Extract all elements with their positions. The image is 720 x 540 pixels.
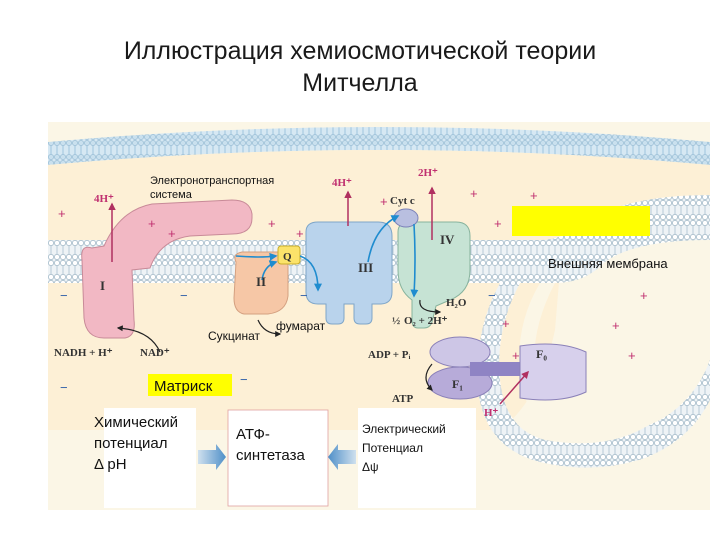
- svg-text:+: +: [512, 348, 520, 363]
- charge-signs: + + + + + + + + + + + + + + − − − − − −: [58, 186, 648, 395]
- complex-ii-label: II: [256, 274, 266, 289]
- svg-text:+: +: [494, 216, 502, 231]
- svg-text:+: +: [530, 188, 538, 203]
- svg-text:+: +: [380, 194, 388, 209]
- chemical-potential-box: [104, 408, 196, 508]
- complex-iii-shape: [305, 221, 393, 325]
- atp-label: ATP: [392, 393, 413, 405]
- complex-i-label: I: [100, 278, 105, 293]
- chemical-potential-text: Химический потенциал Δ pH: [94, 414, 179, 473]
- matrix-label-box: [148, 374, 232, 396]
- svg-text:+: +: [148, 216, 156, 231]
- svg-text:−: −: [60, 380, 68, 395]
- electron-arrow-i-to-q: [235, 252, 278, 261]
- matrix-label: Матриск: [154, 378, 213, 395]
- svg-text:−: −: [180, 288, 188, 303]
- complex-iii-label: III: [358, 260, 373, 275]
- complex-iv-shape: [397, 221, 471, 329]
- complex-iv-label: IV: [440, 232, 455, 247]
- svg-text:−: −: [488, 288, 496, 303]
- nad-label: NAD⁺: [140, 347, 170, 359]
- svg-text:+: +: [168, 226, 176, 241]
- adp-label: ADP + Pᵢ: [368, 349, 410, 361]
- etc-label-line-1: Электронотранспортная: [150, 175, 274, 187]
- electric-potential-box: [358, 408, 476, 508]
- proton-label-matrix: H⁺: [484, 407, 499, 419]
- svg-text:+: +: [58, 206, 66, 221]
- atp-synthase-f0: [519, 343, 587, 401]
- adp-arrow: [425, 363, 433, 391]
- crista-membrane: [477, 283, 710, 468]
- proton-label-2h: 2H⁺: [418, 167, 438, 179]
- inner-membrane-bottom-leaflet: [48, 218, 710, 283]
- fumarate-label: фумарат: [276, 319, 326, 333]
- f0-label: F₀: [536, 347, 547, 361]
- electron-arrow-iii-to-cytc: [367, 215, 400, 263]
- svg-text:+: +: [470, 186, 478, 201]
- h2o-label: H₂O: [446, 297, 467, 309]
- electric-to-synthase-arrow: [328, 444, 356, 470]
- highlight-box: [512, 206, 650, 236]
- slide-title-line-1: Иллюстрация хемиосмотической теории: [123, 37, 597, 65]
- svg-text:+: +: [502, 316, 510, 331]
- proton-arrow-synthase: [499, 370, 529, 405]
- etc-label-line-2: система: [150, 189, 193, 201]
- complex-i-shape: [81, 199, 253, 339]
- svg-text:+: +: [268, 216, 276, 231]
- nadh-label: NADH + H⁺: [54, 347, 113, 359]
- svg-text:+: +: [628, 348, 636, 363]
- electron-arrow-ii-to-q: [261, 260, 278, 281]
- o2-label: O₂ + 2H⁺: [404, 315, 448, 327]
- succinate-arrow: [257, 319, 282, 337]
- ubiquinone-shape: [277, 245, 301, 265]
- slide-title-line-2: Митчелла: [302, 69, 418, 97]
- electron-arrow-cytc-to-iv: [410, 223, 419, 298]
- q-label: Q: [283, 251, 292, 263]
- svg-text:+: +: [612, 318, 620, 333]
- inner-membrane-top-leaflet: [48, 195, 710, 262]
- f1-label: F₁: [452, 377, 463, 391]
- electron-arrow-q-to-iii: [299, 255, 322, 292]
- electric-potential-text: Электрический Потенциал Δψ: [362, 422, 446, 474]
- svg-text:−: −: [240, 372, 248, 387]
- half-label: ½: [392, 315, 400, 327]
- atp-synthase-text: АТФ- синтетаза: [236, 426, 305, 464]
- cyt-c-label: Cyt c: [390, 195, 415, 207]
- svg-text:−: −: [60, 288, 68, 303]
- nadh-arrow: [116, 325, 161, 353]
- outer-membrane-label: Внешняя мембрана: [548, 256, 668, 271]
- succinate-label: Сукцинат: [208, 329, 261, 343]
- proton-label-4h-mid: 4H⁺: [332, 177, 352, 189]
- water-arrow: [419, 299, 442, 315]
- atp-synthase-box: [227, 409, 329, 507]
- proton-label-4h-left: 4H⁺: [94, 193, 114, 205]
- svg-text:+: +: [640, 288, 648, 303]
- chemical-to-synthase-arrow: [198, 444, 226, 470]
- crista-lumen: [519, 283, 710, 436]
- svg-text:+: +: [296, 226, 304, 241]
- outer-membrane: [48, 127, 710, 165]
- svg-text:−: −: [300, 288, 308, 303]
